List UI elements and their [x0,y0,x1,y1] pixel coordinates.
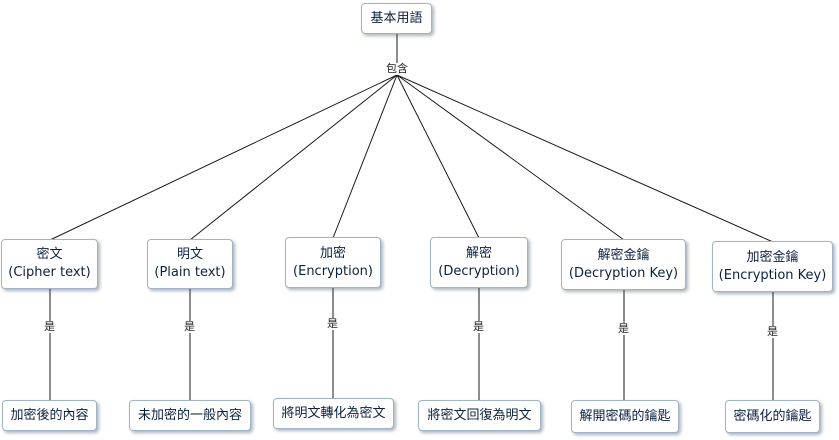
link-to-concept-3-line [332,74,398,239]
link-to-concept-2-line [189,74,398,241]
concept-subtitle: (Encryption Key) [718,267,827,283]
definition-label: 將明文轉化為密文 [281,405,386,421]
definition-label: 密碼化的鑰匙 [733,408,812,424]
concept-subtitle: (Encryption) [293,263,373,279]
concept-2-link-label: 是 [183,320,196,333]
concept-title: 密文 [36,247,63,262]
root-node[interactable]: 基本用語 [361,3,432,34]
concept-node-plain-text[interactable]: 明文 (Plain text) [147,239,233,289]
definition-node-encryption-key[interactable]: 密碼化的鑰匙 [725,400,820,433]
concept-4-link-label: 是 [472,320,485,333]
concept-subtitle: (Decryption Key) [568,265,679,281]
concept-title: 解密 [465,245,492,261]
link-to-concept-5-line [396,74,625,241]
definition-node-plain-text[interactable]: 未加密的一般內容 [129,400,251,431]
definition-label: 未加密的一般內容 [137,407,242,423]
definition-node-cipher-text[interactable]: 加密後的內容 [2,400,97,431]
concept-node-decryption-key[interactable]: 解密金鑰 (Decryption Key) [561,239,686,290]
concept-node-decryption[interactable]: 解密 (Decryption) [430,237,528,288]
concept-subtitle: (Plain text) [154,265,226,280]
concept-5-link-label: 是 [617,322,630,335]
concept-3-link-label: 是 [326,317,339,330]
link-to-concept-6-line [396,74,774,243]
concept-title: 加密 [319,245,346,261]
concept-title: 加密金鑰 [746,249,799,265]
definition-node-encryption[interactable]: 將明文轉化為密文 [273,398,394,429]
root-link-label: 包含 [385,62,409,75]
concept-node-encryption[interactable]: 加密 (Encryption) [285,237,381,288]
concept-6-link-label: 是 [766,325,779,338]
concept-subtitle: (Cipher text) [8,265,91,280]
link-to-concept-4-line [396,74,480,239]
definition-label: 加密後的內容 [10,407,89,423]
link-to-concept-1-line [49,74,398,241]
definition-node-decryption[interactable]: 將密文回復為明文 [418,400,541,431]
definition-node-decryption-key[interactable]: 解開密碼的鑰匙 [571,400,679,433]
concept-node-cipher-text[interactable]: 密文 (Cipher text) [1,239,98,289]
concept-node-encryption-key[interactable]: 加密金鑰 (Encryption Key) [712,241,833,292]
concept-subtitle: (Decryption) [438,263,520,279]
root-label: 基本用語 [370,10,423,26]
concept-title: 明文 [176,247,203,262]
concept-1-link-label: 是 [43,320,56,333]
definition-label: 將密文回復為明文 [427,407,532,423]
definition-label: 解開密碼的鑰匙 [579,408,671,424]
concept-title: 解密金鑰 [597,247,650,263]
